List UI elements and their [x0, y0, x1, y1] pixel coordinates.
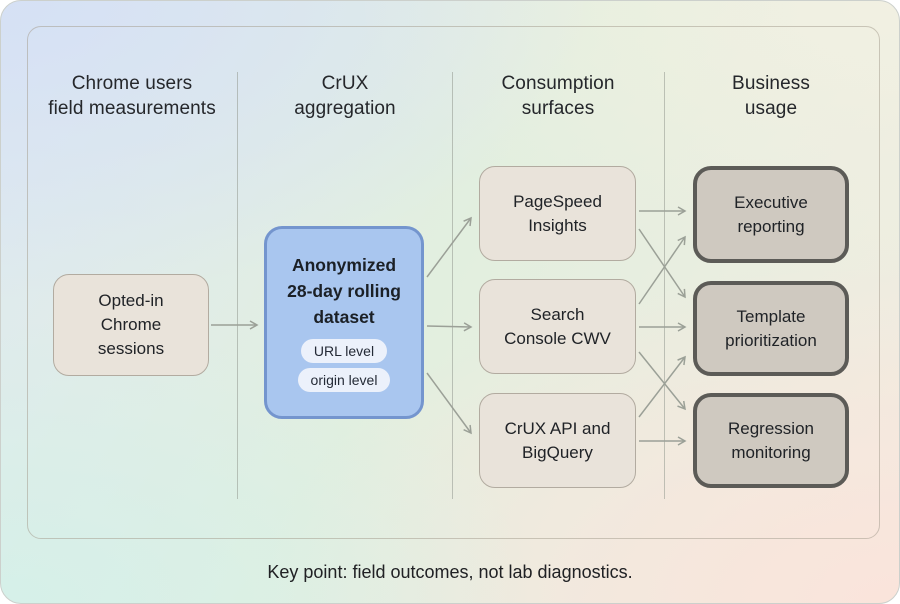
key-point-caption: Key point: field outcomes, not lab diagn… — [267, 562, 633, 582]
node-regression-monitoring: Regression monitoring — [693, 393, 849, 488]
node-opted-in-chrome-sessions: Opted-in Chrome sessions — [53, 274, 209, 376]
column-divider-3 — [664, 72, 665, 499]
node-anonymized-dataset: Anonymized 28-day rolling dataset URL le… — [264, 226, 424, 419]
column-header-crux-aggregation: CrUX aggregation — [294, 73, 396, 119]
node-search-console-cwv: Search Console CWV — [479, 279, 636, 374]
node-pagespeed-insights: PageSpeed Insights — [479, 166, 636, 261]
node-executive-reporting: Executive reporting — [693, 166, 849, 263]
dataset-title: Anonymized 28-day rolling dataset — [287, 255, 401, 327]
diagram-panel-border — [27, 26, 880, 539]
node-template-prioritization: Template prioritization — [693, 281, 849, 376]
chip-url-level: URL level — [300, 339, 388, 363]
node-crux-api-bigquery: CrUX API and BigQuery — [479, 393, 636, 488]
column-header-consumption-surfaces: Consumption surfaces — [501, 73, 615, 119]
column-header-field-measurements: Chrome users field measurements — [48, 73, 216, 119]
column-divider-1 — [237, 72, 238, 499]
column-header-business-usage: Business usage — [732, 73, 810, 119]
column-divider-2 — [452, 72, 453, 499]
dataset-chips: URL level origin level — [297, 339, 391, 392]
chip-origin-level: origin level — [297, 368, 391, 392]
